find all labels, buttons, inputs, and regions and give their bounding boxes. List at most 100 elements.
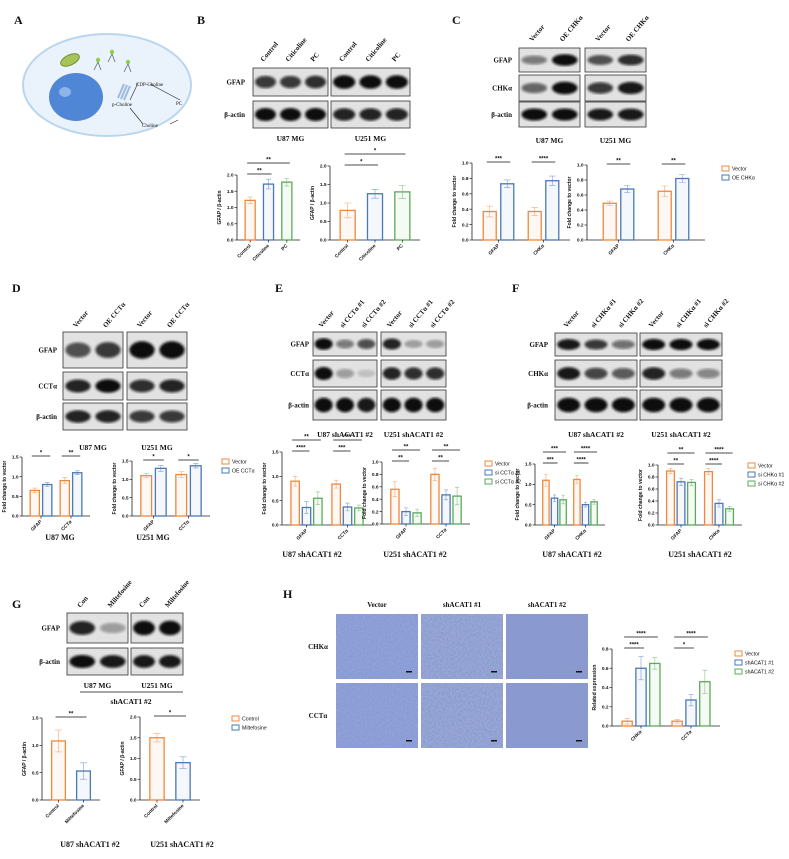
bar	[581, 504, 590, 526]
protein-band	[404, 397, 423, 413]
significance-label: ****	[714, 448, 724, 454]
protein-band	[426, 367, 445, 380]
y-tick-label: 1.0	[462, 161, 469, 167]
bar	[590, 501, 598, 526]
error-bar	[193, 463, 199, 469]
x-tick-label: GFAP	[543, 528, 557, 542]
pathway-arrows	[129, 82, 181, 125]
protein-band	[280, 107, 301, 122]
error-bar	[575, 475, 579, 484]
protein-band	[669, 338, 693, 351]
protein-band	[359, 75, 382, 89]
cell-line-label: U251 MG	[355, 134, 387, 143]
bar	[500, 183, 515, 241]
protein-band	[133, 620, 155, 636]
y-tick-label: 1.5	[272, 450, 279, 456]
error-bar	[158, 465, 164, 472]
protein-band	[642, 397, 666, 413]
error-bar	[334, 479, 339, 489]
blot-lane-label: PC	[309, 51, 321, 63]
blot-row-label: CCTα	[290, 370, 309, 378]
blot-lane-label: si CHKα #1	[589, 297, 618, 329]
legend-swatch	[221, 467, 230, 474]
protein-band	[642, 367, 666, 380]
blot-row-label: GFAP	[529, 341, 548, 349]
legend-swatch	[231, 724, 240, 731]
y-axis-label: Fold change to vector	[452, 175, 458, 227]
significance-label: ****	[629, 643, 639, 649]
chart-title: U87 MG	[45, 533, 75, 542]
legend-label: shACAT1 #1	[745, 661, 774, 667]
cell-membrane	[22, 33, 192, 137]
error-bar	[552, 494, 557, 502]
protein-band	[521, 108, 548, 121]
protein-band	[521, 55, 548, 65]
protein-band	[382, 367, 401, 380]
bar	[29, 489, 41, 517]
y-tick-label: 0.8	[577, 178, 584, 184]
legend-label: Control	[242, 717, 259, 723]
error-bar	[265, 178, 272, 190]
protein-band	[696, 397, 720, 413]
y-tick-label: 0.5	[32, 770, 39, 776]
y-tick-label: 1.5	[122, 459, 129, 465]
legend-swatch	[721, 174, 730, 181]
error-bar	[486, 205, 493, 218]
protein-band	[385, 75, 408, 89]
blot-lane-label: Vector	[317, 309, 336, 329]
protein-band	[587, 82, 614, 94]
y-tick-label: 1.5	[525, 462, 532, 468]
error-bar	[544, 473, 548, 487]
error-bar	[153, 733, 161, 743]
x-tick-label: PC	[280, 243, 289, 252]
bar	[281, 181, 293, 241]
protein-band	[336, 397, 354, 413]
blot-lane-label: Citicoline	[284, 36, 309, 63]
protein-band	[333, 75, 356, 89]
cell-line-label: U87 MG	[277, 134, 305, 143]
x-tick-label: Miltefosine	[64, 803, 86, 825]
legend-label: OE CHKα	[732, 176, 755, 182]
protein-band	[587, 54, 614, 66]
y-axis-label: Fold change to vector	[262, 462, 268, 514]
legend-label: shACAT1 #2	[745, 670, 774, 676]
y-tick-label: 0.5	[227, 221, 234, 227]
y-tick-label: 0.5	[272, 498, 279, 504]
protein-band	[305, 107, 326, 122]
blot-lane-label: OE CHKα	[624, 14, 651, 44]
y-tick-label: 0.5	[12, 494, 19, 500]
protein-band	[129, 341, 155, 359]
protein-band	[426, 397, 445, 413]
significance-label: **	[257, 169, 262, 175]
bar	[657, 190, 672, 241]
significance-label: **	[404, 445, 409, 451]
legend-label: Vector	[495, 462, 510, 468]
x-tick-label: CCTα	[435, 527, 448, 540]
y-tick-label: 0.8	[602, 647, 609, 653]
error-bar	[74, 470, 80, 475]
y-tick-label: 0.6	[602, 666, 609, 672]
panel-letter-a: A	[14, 13, 23, 27]
scale-bar	[491, 740, 497, 742]
ihc-column-label: shACAT1 #2	[528, 601, 567, 609]
error-bar	[315, 491, 320, 505]
phospholipid-icon	[125, 59, 131, 65]
legend-swatch	[747, 471, 756, 478]
nucleus	[49, 73, 103, 121]
protein-band	[357, 397, 376, 413]
protein-band	[587, 108, 614, 121]
y-tick-label: 1.5	[12, 455, 19, 461]
y-tick-label: 1.0	[577, 163, 584, 169]
protein-band	[382, 397, 401, 413]
protein-band	[305, 75, 326, 89]
x-tick-label: GFAP	[295, 528, 309, 542]
error-bar	[679, 477, 683, 486]
protein-band	[669, 397, 693, 413]
y-tick-label: 0.0	[648, 523, 655, 529]
